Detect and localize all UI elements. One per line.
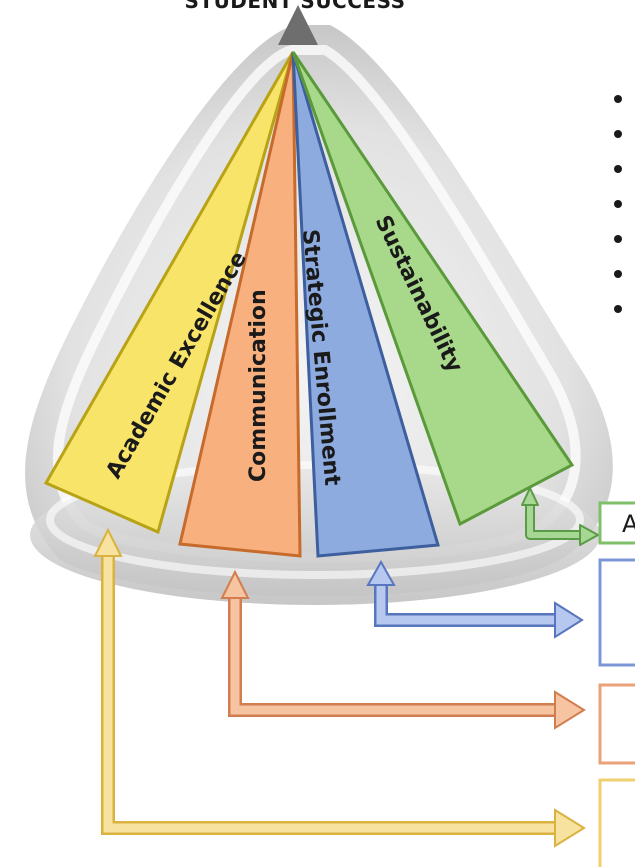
- bullet: [614, 200, 622, 208]
- arrow-yellow: [93, 527, 586, 848]
- pillar-sustainability: [291, 51, 575, 527]
- bullet: [614, 235, 622, 243]
- pillar-label-communication: Communication: [246, 289, 271, 482]
- pillar-communication: [178, 51, 302, 558]
- bullet-list: [614, 95, 622, 340]
- pillar-academic-excellence: [43, 51, 295, 535]
- right-box-green-text: A: [622, 510, 635, 538]
- pillar-strategic-enrollment: [291, 51, 440, 558]
- bullet: [614, 165, 622, 173]
- right-box-green: [598, 501, 635, 545]
- right-box-yellow: [598, 778, 635, 867]
- bullet: [614, 130, 622, 138]
- bullet: [614, 270, 622, 278]
- arrow-green: [521, 487, 599, 546]
- bullet: [614, 95, 622, 103]
- right-box-blue: [598, 558, 635, 667]
- bullet: [614, 305, 622, 313]
- top-arrow: [278, 5, 318, 45]
- arrow-orange: [220, 569, 586, 730]
- right-box-orange: [598, 683, 635, 765]
- diagram-title: STUDENT SUCCESS: [184, 0, 406, 13]
- arrow-blue: [366, 559, 584, 639]
